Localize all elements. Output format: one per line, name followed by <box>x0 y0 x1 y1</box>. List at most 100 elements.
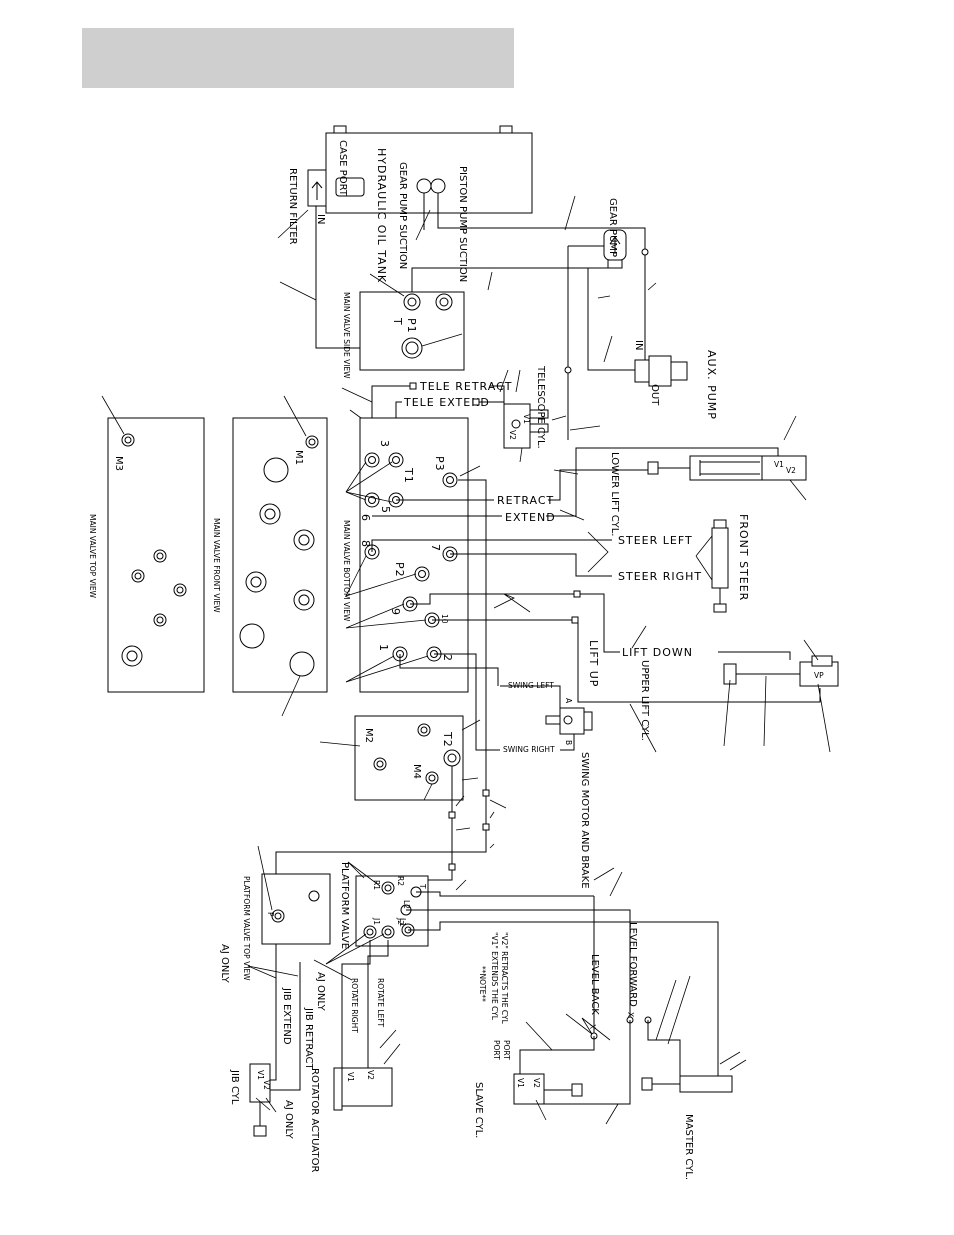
rotate-left-label: ROTATE LEFT <box>376 978 385 1027</box>
lift-up-label: LIFT UP <box>587 640 600 687</box>
master-cylinder: MASTER CYL. <box>641 1075 733 1180</box>
tele-retract-label: TELE RETRACT <box>419 380 513 393</box>
swing-port-a-label: A <box>564 698 573 704</box>
port-6-label: 6 <box>359 514 372 522</box>
aux-pump-label: AUX. PUMP <box>705 350 718 420</box>
case-port-label: CASE PORT <box>337 140 348 197</box>
pv-port-l1-label: L1 <box>398 918 407 927</box>
platform-valve-top-view: P PLATFORM VALVE TOP VIEW <box>242 873 331 981</box>
master-cyl-label: MASTER CYL. <box>683 1114 694 1180</box>
rotate-right-label: ROTATE RIGHT <box>350 978 359 1033</box>
lift-down-label: LIFT DOWN <box>622 646 693 659</box>
m3-label: M3 <box>113 456 124 471</box>
note-title: **NOTE** <box>478 966 487 1002</box>
port-2-label: 2 <box>441 654 454 662</box>
port-1-label: 1 <box>377 644 390 652</box>
gear-pump-suction-label: GEAR PUMP SUCTION <box>397 162 408 269</box>
jib-cyl-label: JIB CYL <box>229 1069 240 1105</box>
telescope-cylinder: V1 V2 TELESCOPE CYL. <box>503 365 549 449</box>
top-view-label: MAIN VALVE TOP VIEW <box>88 514 97 599</box>
x-mark-2: X <box>626 1012 635 1017</box>
aux-pump: IN OUT AUX. PUMP <box>633 340 718 420</box>
t2-label: T2 <box>441 731 454 748</box>
aux-in-label: IN <box>633 340 644 350</box>
tank-label: HYDRAULIC OIL TANK <box>375 148 388 283</box>
port-5-label: 5 <box>379 506 392 514</box>
pv-port-r1-label: R1 <box>372 880 381 890</box>
pv-port-j2-label: J2 <box>396 917 405 925</box>
front-steer-cylinder: FRONT STEER <box>695 514 750 613</box>
aux-out-label: OUT <box>649 384 660 406</box>
return-filter-label: RETURN FILTER <box>287 168 298 245</box>
m1-label: M1 <box>293 450 304 465</box>
jib-v1-label: V1 <box>256 1070 265 1080</box>
slave-cyl-label: SLAVE CYL. <box>473 1082 484 1138</box>
main-valve-front-view: M1 MAIN VALVE FRONT VIEW <box>212 417 328 693</box>
rotator-actuator-label: ROTATOR ACTUATOR <box>309 1068 320 1172</box>
port-9-label: 9 <box>389 608 402 616</box>
rotator-actuator: V1 V2 ROTATOR ACTUATOR <box>309 1067 393 1172</box>
port-8-label: 8 <box>359 540 372 548</box>
port-3-label: 3 <box>378 440 391 448</box>
lower-lift-cylinder: V1 V2 LOWER LIFT CYL. <box>609 452 807 536</box>
platform-top-view-label: PLATFORM VALVE TOP VIEW <box>242 876 251 981</box>
front-steer-label: FRONT STEER <box>737 514 750 601</box>
lower-v1-label: V1 <box>774 460 784 469</box>
port-7-label: 7 <box>429 544 442 552</box>
port-10-label: 10 <box>440 614 449 624</box>
manifold-block: M2 M4 T2 <box>354 715 464 801</box>
jib-extend-label: JIB EXTEND <box>281 987 292 1045</box>
return-filter: RETURN FILTER IN <box>287 168 327 245</box>
tele-extend-label: TELE EXTEND <box>403 396 490 409</box>
note: **NOTE** "V1" EXTENDS THE CYL "V2" RETRA… <box>478 932 511 1060</box>
swing-motor-label: SWING MOTOR AND BRAKE <box>579 752 590 889</box>
jib-retract-label: JIB RETRACT <box>303 1007 314 1071</box>
port-label-1: PORT <box>492 1040 501 1060</box>
upper-lift-cyl-label: UPPER LIFT CYL. <box>639 660 650 741</box>
platform-valve: PLATFORM VALVE R1 R2 J1 J2 L1 L2 T <box>339 862 429 949</box>
platform-valve-label: PLATFORM VALVE <box>339 862 350 949</box>
side-view-label: MAIN VALVE SIDE VIEW <box>342 292 351 379</box>
pv-port-j1-label: J1 <box>372 917 381 925</box>
extend-label: EXTEND <box>505 511 556 524</box>
pv-top-port-p-label: P <box>266 912 275 917</box>
hydraulic-oil-tank: CASE PORT HYDRAULIC OIL TANK GEAR PUMP S… <box>325 125 533 283</box>
jib-cylinder: V1 V2 JIB CYL AJ ONLY <box>229 1063 294 1140</box>
rot-v2-label: V2 <box>366 1070 375 1080</box>
swing-right-label: SWING RIGHT <box>503 745 555 754</box>
gear-pump: GEAR PUMP <box>603 198 649 269</box>
upper-vp-label: VP <box>814 671 824 680</box>
upper-lift-cylinder: VP UPPER LIFT CYL. <box>639 655 839 741</box>
aj-only-label-2: AJ ONLY <box>315 972 326 1012</box>
slave-cylinder: V1 V2 SLAVE CYL. <box>473 1073 583 1138</box>
filter-in-label: IN <box>315 214 326 224</box>
port-p1-label: P1 <box>405 318 418 334</box>
main-valve-side-view: MAIN VALVE SIDE VIEW T P1 <box>342 291 465 379</box>
port-t-label: T <box>391 317 404 326</box>
note-line-1: "V1" EXTENDS THE CYL <box>490 932 499 1021</box>
tele-v1-label: V1 <box>522 414 531 424</box>
aj-only-label-3: AJ ONLY <box>283 1100 294 1140</box>
retract-label: RETRACT <box>497 494 554 507</box>
lower-v2-label: V2 <box>786 466 796 475</box>
main-valve-top-view: M3 MAIN VALVE TOP VIEW <box>88 417 205 693</box>
slave-v1-label: V1 <box>516 1078 525 1088</box>
pv-port-t-label: T <box>418 883 427 889</box>
gear-pump-label: GEAR PUMP <box>607 198 618 257</box>
front-view-label: MAIN VALVE FRONT VIEW <box>212 518 221 613</box>
steer-right-label: STEER RIGHT <box>618 570 702 583</box>
pv-port-r2-label: R2 <box>396 876 405 886</box>
lower-lift-cyl-label: LOWER LIFT CYL. <box>609 452 620 536</box>
port-p3-label: P3 <box>433 456 446 472</box>
header-band <box>82 28 514 88</box>
m4-label: M4 <box>411 764 422 779</box>
port-t1-label: T1 <box>402 467 415 484</box>
level-back-label: LEVEL BACK <box>589 954 600 1015</box>
tele-v2-label: V2 <box>508 430 517 440</box>
note-line-2: "V2" RETRACTS THE CYL <box>500 932 509 1025</box>
port-p2-label: P2 <box>393 562 406 578</box>
port-label-2: PORT <box>502 1040 511 1060</box>
bottom-view-label: MAIN VALVE BOTTOM VIEW <box>342 520 351 622</box>
swing-port-b-label: B <box>564 740 573 745</box>
